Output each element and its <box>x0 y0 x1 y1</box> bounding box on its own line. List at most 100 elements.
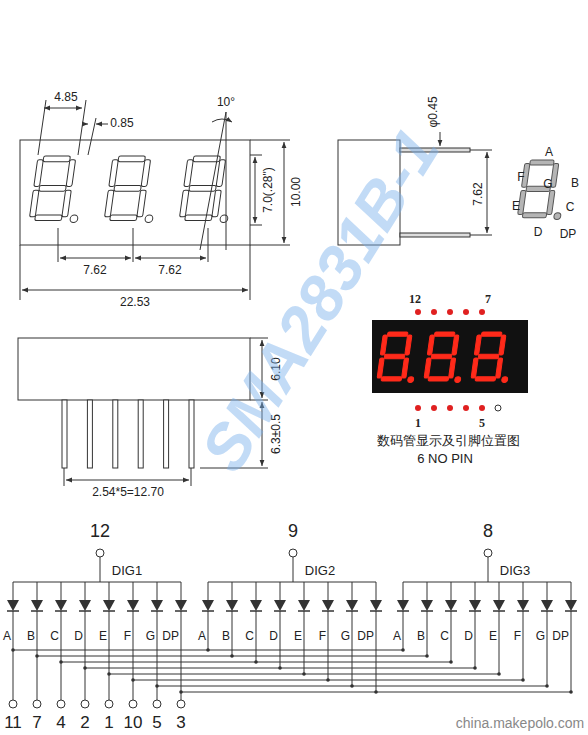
stroke <box>133 582 134 600</box>
stroke <box>403 582 404 600</box>
segment <box>380 335 387 355</box>
stroke <box>61 662 451 663</box>
segment-pin-name: DP <box>162 630 179 642</box>
segment-pin-name: B <box>27 630 35 642</box>
stroke <box>427 582 428 600</box>
stroke <box>547 611 548 686</box>
decimal-point <box>220 215 229 223</box>
segment-pin-name: B <box>417 630 425 642</box>
led-diode <box>397 600 409 611</box>
common-pin-number: 9 <box>288 522 298 540</box>
segment <box>30 190 39 217</box>
stroke <box>451 611 452 662</box>
stroke <box>181 582 182 600</box>
pin-number: 7 <box>485 293 491 305</box>
stroke <box>376 582 377 600</box>
pin-dot <box>447 405 453 411</box>
stroke <box>451 582 452 600</box>
dimension: φ0.45 <box>427 96 439 127</box>
stroke <box>403 611 404 650</box>
seven-segment-digit <box>29 156 87 223</box>
segment <box>381 377 402 381</box>
pin-dot <box>431 405 437 411</box>
stroke <box>208 582 209 600</box>
terminal <box>96 549 104 557</box>
led-diode <box>250 600 262 611</box>
pin-dot <box>447 309 453 315</box>
segment <box>216 160 225 187</box>
digit-name: DIG3 <box>500 564 530 577</box>
segment-pin-name: F <box>124 630 131 642</box>
segment-pin-name: B <box>222 630 230 642</box>
dimension: 7.62 <box>83 264 106 276</box>
segment <box>39 185 66 191</box>
led-diode <box>541 600 553 611</box>
segment <box>475 377 496 381</box>
led-diode <box>445 600 457 611</box>
stroke <box>488 557 489 582</box>
pin <box>62 400 67 468</box>
segment-pin-name: F <box>319 630 326 642</box>
stroke <box>571 611 572 692</box>
segment-pin-name: D <box>464 630 473 642</box>
pin-terminal <box>81 700 89 708</box>
segment <box>474 335 481 355</box>
pin-dot <box>479 309 485 315</box>
segment-pin-name: A <box>198 630 206 642</box>
pin-dot <box>415 309 421 315</box>
led-diode <box>31 600 43 611</box>
segment-pin-name: E <box>294 630 302 642</box>
led-diode <box>565 600 577 611</box>
segment <box>522 213 547 218</box>
stroke <box>304 611 305 674</box>
led-diode <box>322 600 334 611</box>
pin-number: 5 <box>152 714 161 731</box>
dimension: 0.85 <box>110 117 133 129</box>
led-diode <box>175 600 187 611</box>
stroke <box>157 686 547 687</box>
stroke <box>13 650 403 651</box>
stroke <box>547 582 548 600</box>
segment <box>402 358 409 378</box>
stroke <box>280 582 281 600</box>
segment <box>547 191 555 215</box>
segment <box>452 335 459 355</box>
segment-pin-name: C <box>50 630 59 642</box>
terminal <box>289 549 297 557</box>
segment <box>66 160 75 187</box>
led-diode <box>370 600 382 611</box>
dimension: 2.54*5=12.70 <box>92 486 164 498</box>
front-view <box>20 100 290 300</box>
segment <box>35 215 62 221</box>
segment-pin-name: C <box>440 630 449 642</box>
led-diode <box>202 600 214 611</box>
segment <box>530 160 555 165</box>
segment <box>427 335 434 355</box>
segment <box>405 335 412 355</box>
segment-name: G <box>543 178 552 190</box>
stroke <box>352 582 353 600</box>
segment <box>62 190 71 217</box>
pin-number: 3 <box>176 714 185 731</box>
stroke <box>571 582 572 600</box>
decimal-point <box>407 377 414 383</box>
seven-segment-digit <box>179 156 237 223</box>
dimension: 22.53 <box>120 296 150 308</box>
segment-pin-name: D <box>269 630 278 642</box>
seven-segment-digit <box>423 332 467 382</box>
pin-terminal <box>129 700 137 708</box>
dimension: 4.85 <box>54 91 77 103</box>
pin-dot <box>479 405 485 411</box>
segment <box>384 354 405 358</box>
segment <box>105 190 114 217</box>
stroke <box>13 611 14 700</box>
stroke <box>181 692 571 693</box>
segment <box>114 185 141 191</box>
segment-pin-name: A <box>3 630 11 642</box>
segment-name: DP <box>560 228 577 240</box>
decimal-point <box>553 213 561 220</box>
pin-terminal <box>177 700 185 708</box>
segment-pin-name: DP <box>357 630 374 642</box>
segment <box>109 160 118 187</box>
led-diode <box>127 600 139 611</box>
